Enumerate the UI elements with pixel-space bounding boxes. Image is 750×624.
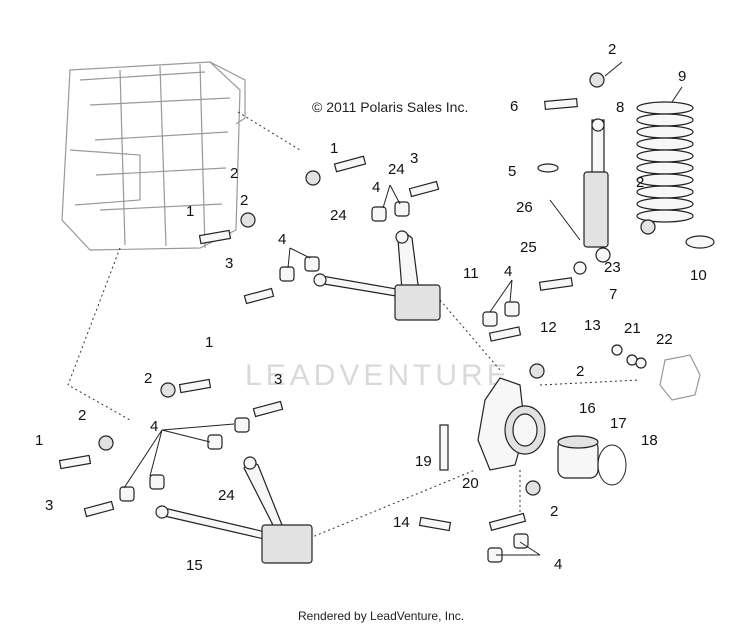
shock-absorber <box>583 118 609 248</box>
footer-text: Rendered by LeadVenture, Inc. <box>298 609 464 623</box>
callout-label: 5 <box>508 163 516 180</box>
callout-label: 22 <box>656 331 673 348</box>
callout-label: 18 <box>641 432 658 449</box>
callout-label: 24 <box>330 207 347 224</box>
callout-label: 3 <box>45 497 53 514</box>
callout-label: 1 <box>35 432 43 449</box>
callout-labels: 1 2 3 4 24 1 2 4 24 3 11 1 2 3 1 2 4 3 2… <box>35 41 707 574</box>
callout-label: 17 <box>610 415 627 432</box>
callout-label: 2 <box>576 363 584 380</box>
callout-label: 21 <box>624 320 641 337</box>
callout-label: 4 <box>372 179 380 196</box>
callout-label: 24 <box>388 161 405 178</box>
callout-label: 3 <box>410 150 418 167</box>
callout-label: 6 <box>510 98 518 115</box>
coil-spring <box>636 101 694 223</box>
brake-caliper <box>659 354 701 401</box>
callout-label: 11 <box>463 265 479 282</box>
callout-label: 2 <box>78 407 86 424</box>
bearing-carrier <box>477 377 546 471</box>
callout-label: 14 <box>393 514 410 531</box>
callout-label: 24 <box>218 487 235 504</box>
callout-label: 1 <box>330 140 338 157</box>
callout-label: 13 <box>584 317 601 334</box>
callout-label: 19 <box>415 453 432 470</box>
callout-label: 1 <box>186 203 194 220</box>
watermark: LEADVENTURE <box>245 359 511 392</box>
callout-label: 2 <box>636 174 644 191</box>
callout-label: 3 <box>225 255 233 272</box>
callout-label: 26 <box>516 199 533 216</box>
callout-label: 25 <box>520 239 537 256</box>
callout-label: 4 <box>554 556 562 573</box>
callout-label: 8 <box>616 99 624 116</box>
callout-label: 16 <box>579 400 596 417</box>
snap-ring <box>597 444 627 486</box>
callout-label: 15 <box>186 557 203 574</box>
callout-label: 2 <box>550 503 558 520</box>
callout-label: 3 <box>274 371 282 388</box>
lower-a-arm <box>155 456 313 564</box>
callout-label: 2 <box>230 165 238 182</box>
callout-label: 2 <box>144 370 152 387</box>
vehicle-frame <box>61 61 246 251</box>
callout-label: 4 <box>278 231 286 248</box>
callout-label: 1 <box>205 334 213 351</box>
upper-a-arm <box>313 230 441 321</box>
callout-label: 7 <box>609 286 617 303</box>
callout-label: 10 <box>690 267 707 284</box>
callout-label: 4 <box>504 263 512 280</box>
copyright-text: © 2011 Polaris Sales Inc. <box>312 99 468 115</box>
callout-label: 2 <box>240 192 248 209</box>
callout-label: 20 <box>462 475 479 492</box>
callout-label: 12 <box>540 319 557 336</box>
callout-label: 23 <box>604 259 621 276</box>
callout-label: 9 <box>678 68 686 85</box>
fasteners <box>58 72 656 563</box>
callout-label: 4 <box>150 418 158 435</box>
callout-label: 2 <box>608 41 616 58</box>
reference-lines <box>67 111 641 541</box>
bearing <box>557 435 599 479</box>
spring-retainer <box>685 235 715 249</box>
leader-lines <box>123 61 683 556</box>
